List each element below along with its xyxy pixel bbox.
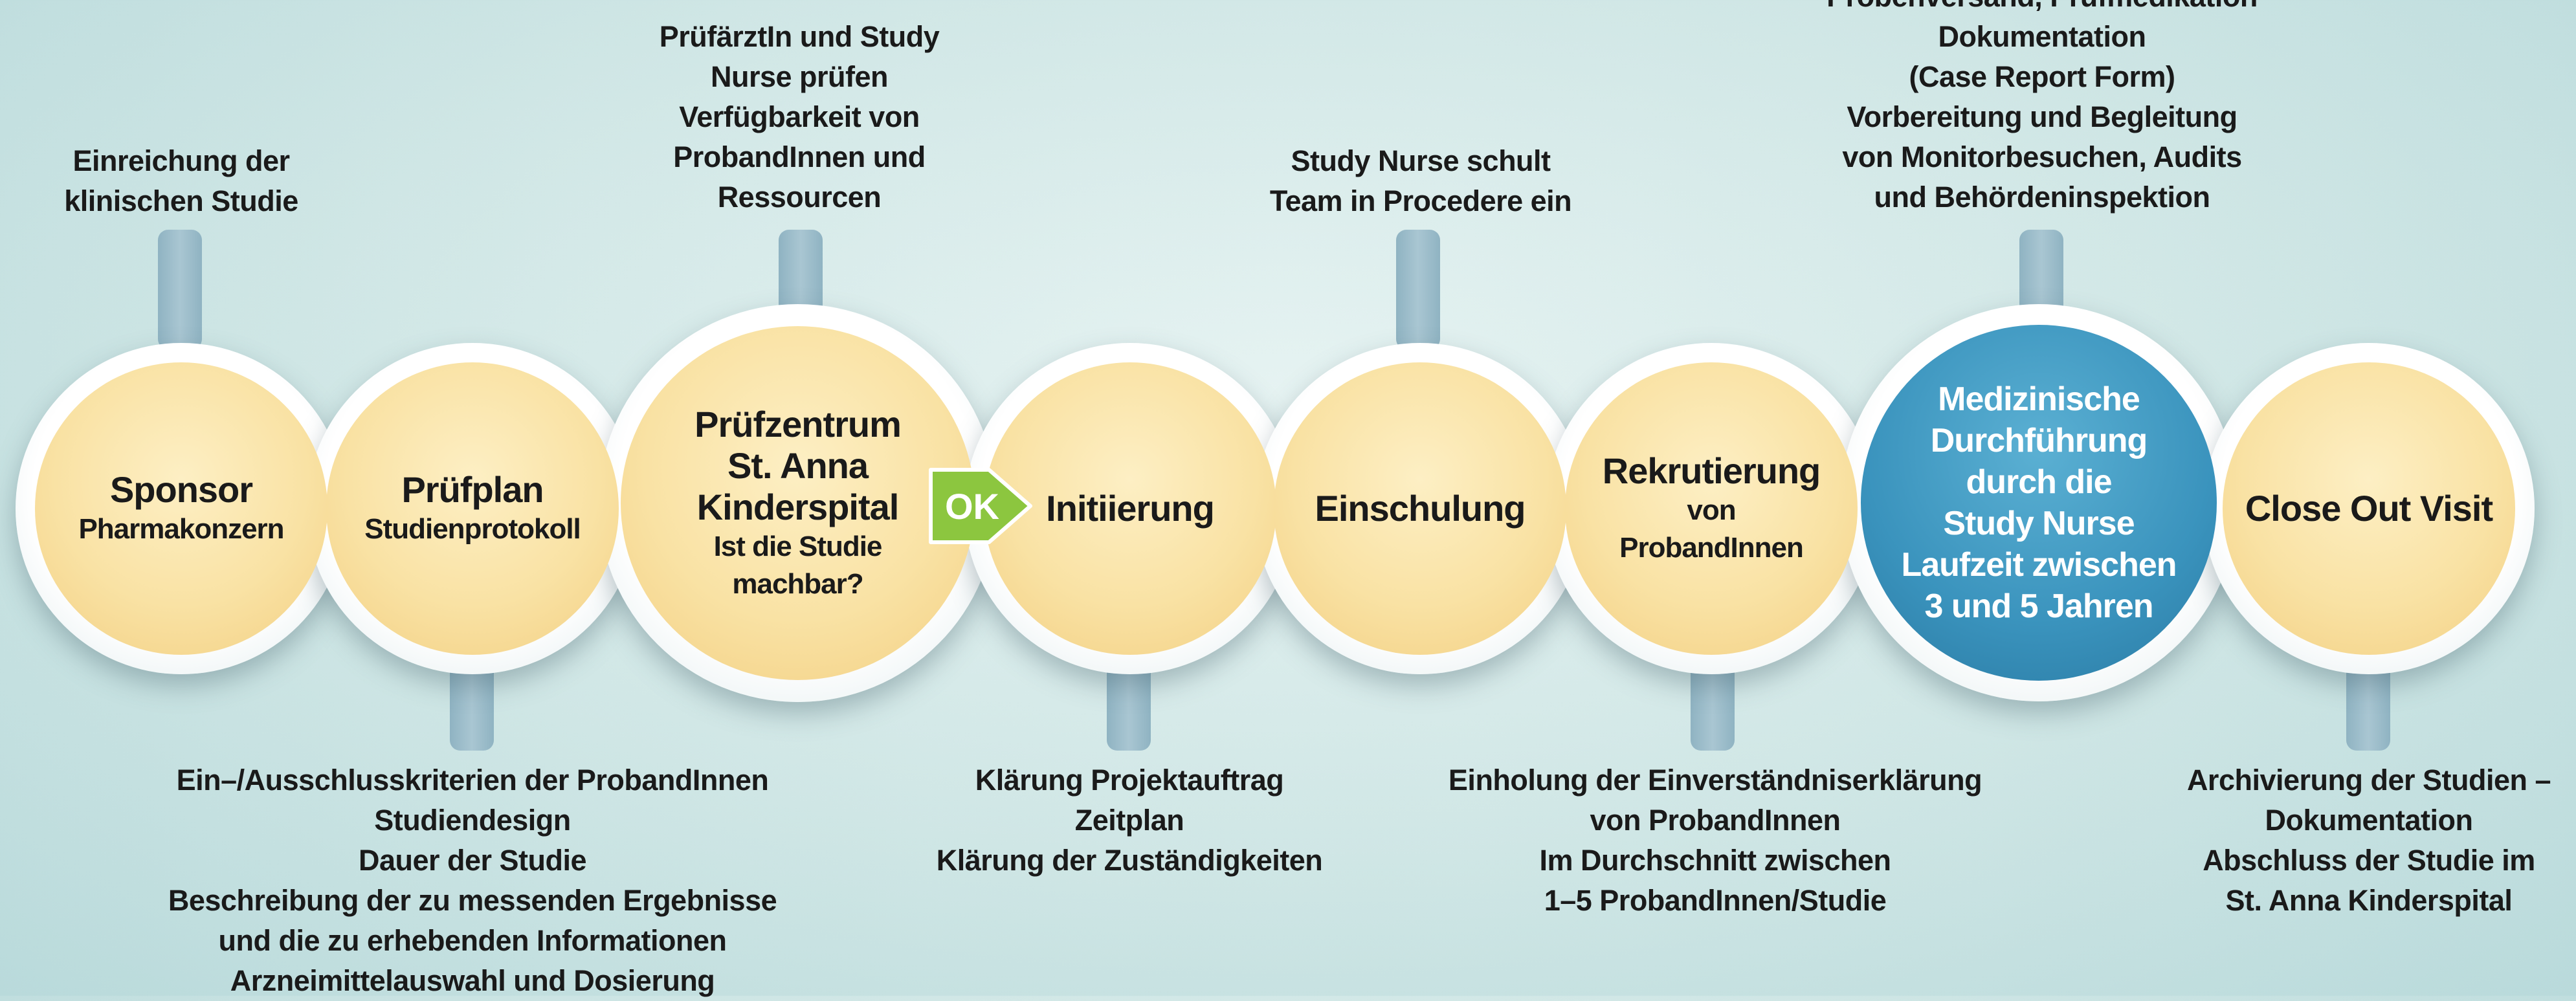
station-line: durch die xyxy=(1966,463,2112,501)
note-line: Einholung der Einverständniserklärung xyxy=(1448,764,1982,797)
note-line: Studiendesign xyxy=(374,804,571,837)
station-pruefplan: Prüfplan Studienprotokoll xyxy=(326,362,619,655)
note-line: ProbandInnen und xyxy=(673,140,926,173)
connector-top-1 xyxy=(158,230,202,349)
ok-arrow-icon: OK xyxy=(929,468,1032,544)
station-title: Rekrutierung xyxy=(1602,450,1821,491)
note-line: Dauer der Studie xyxy=(358,844,587,877)
note-line: Dokumentation xyxy=(1938,20,2146,53)
station-subtitle: Pharmakonzern xyxy=(78,513,284,545)
note-line: Klärung der Zuständigkeiten xyxy=(936,844,1323,877)
top-note-einschulung: Study Nurse schult Team in Procedere ein xyxy=(1230,141,1612,221)
note-line: St. Anna Kinderspital xyxy=(2225,884,2513,917)
note-line: von ProbandInnen xyxy=(1590,804,1841,837)
note-line: (Case Report Form) xyxy=(1909,60,2175,93)
station-title: Sponsor xyxy=(109,469,253,510)
bottom-note-close-out: Archivierung der Studien – Dokumentation… xyxy=(2155,760,2576,921)
note-line: Nurse prüfen xyxy=(710,60,889,93)
note-line: Ein–/Ausschlusskriterien der ProbandInne… xyxy=(176,764,769,797)
note-line: Probenversand, Prüfmedikation xyxy=(1786,0,2298,17)
top-note-sponsor: Einreichung der klinischen Studie xyxy=(26,141,337,221)
note-line: und die zu erhebenden Informationen xyxy=(218,924,727,957)
station-subtitle: Ist die Studie machbar? xyxy=(713,530,883,600)
top-note-durchfuehrung: Probenversand, Prüfmedikation Dokumentat… xyxy=(1786,0,2298,217)
note-line: Klärung Projektauftrag xyxy=(975,764,1284,797)
station-title: Initiierung xyxy=(1046,488,1215,529)
note-line: klinischen Studie xyxy=(64,184,298,217)
station-einschulung: Einschulung xyxy=(1274,362,1566,655)
station-title: Prüfplan xyxy=(401,469,544,510)
station-line: Study Nurse xyxy=(1943,505,2135,542)
bottom-note-pruefplan: Ein–/Ausschlusskriterien der ProbandInne… xyxy=(149,760,796,1001)
station-subtitle: von ProbandInnen xyxy=(1619,494,1804,564)
note-line: Vorbereitung und Begleitung xyxy=(1847,100,2237,133)
station-title: Einschulung xyxy=(1315,488,1526,529)
station-line: Medizinische xyxy=(1938,380,2140,418)
station-pruefzentrum: Prüfzentrum St. Anna Kinderspital Ist di… xyxy=(621,326,975,680)
station-initiierung: Initiierung xyxy=(984,362,1276,655)
note-line: Study Nurse schult xyxy=(1291,144,1551,177)
station-sponsor: Sponsor Pharmakonzern xyxy=(35,362,328,655)
note-line: Verfügbarkeit von xyxy=(679,100,920,133)
note-line: Im Durchschnitt zwischen xyxy=(1539,844,1891,877)
note-line: Beschreibung der zu messenden Ergebnisse xyxy=(168,884,777,917)
station-line: 3 und 5 Jahren xyxy=(1924,588,2154,625)
station-close-out: Close Out Visit xyxy=(2223,362,2515,655)
station-title: Prüfzentrum St. Anna Kinderspital xyxy=(694,403,902,527)
note-line: PrüfärztIn und Study xyxy=(659,20,940,53)
station-title: Close Out Visit xyxy=(2245,488,2493,529)
note-line: Dokumentation xyxy=(2265,804,2473,837)
note-line: Arzneimittelauswahl und Dosierung xyxy=(230,964,715,997)
top-note-pruefzentrum: PrüfärztIn und Study Nurse prüfen Verfüg… xyxy=(608,17,990,217)
note-line: Ressourcen xyxy=(717,181,882,214)
note-line: und Behördeninspektion xyxy=(1874,181,2210,214)
note-line: 1–5 ProbandInnen/Studie xyxy=(1544,884,1887,917)
station-durchfuehrung: Medizinische Durchführung durch die Stud… xyxy=(1861,325,2217,681)
station-line: Durchführung xyxy=(1930,422,2148,459)
note-line: von Monitorbesuchen, Audits xyxy=(1842,140,2242,173)
station-line: Laufzeit zwischen xyxy=(1901,546,2177,584)
connector-top-5 xyxy=(1396,230,1440,349)
note-line: Zeitplan xyxy=(1074,804,1184,837)
note-line: Archivierung der Studien – xyxy=(2186,764,2551,797)
bottom-note-rekrutierung: Einholung der Einverständniserklärung vo… xyxy=(1437,760,1993,921)
bottom-note-initiierung: Klärung Projektauftrag Zeitplan Klärung … xyxy=(903,760,1356,881)
note-line: Abschluss der Studie im xyxy=(2203,844,2535,877)
note-line: Team in Procedere ein xyxy=(1269,184,1572,217)
station-subtitle: Studienprotokoll xyxy=(364,513,581,545)
note-line: Einreichung der xyxy=(72,144,290,177)
ok-label: OK xyxy=(945,486,999,527)
station-rekrutierung: Rekrutierung von ProbandInnen xyxy=(1565,362,1858,655)
